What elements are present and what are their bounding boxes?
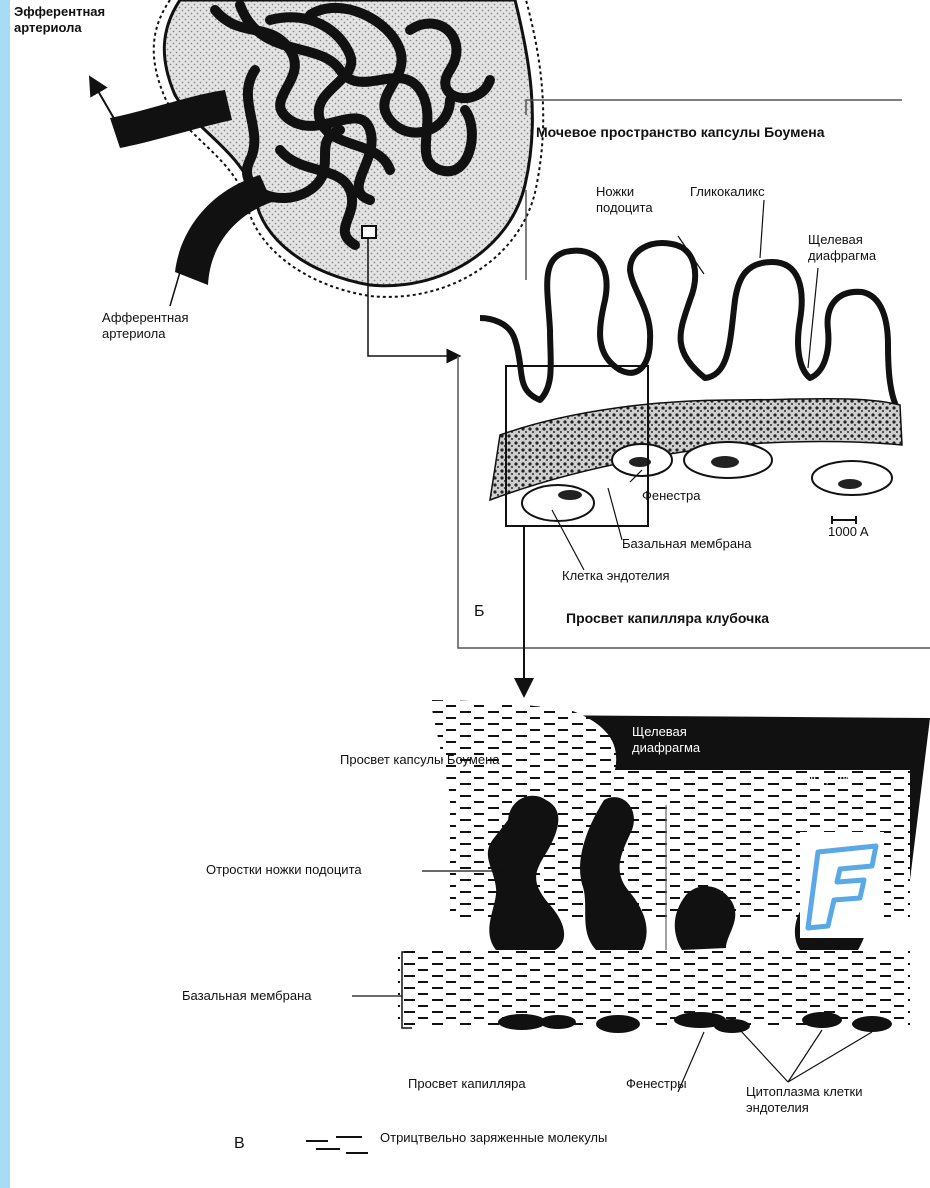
efferent-arrow <box>94 84 116 122</box>
label-fenestra: Фенестра <box>642 488 700 504</box>
label-scale: 1000 A <box>828 524 869 540</box>
panel-letter-c: В <box>234 1136 245 1152</box>
label-capillary-lumen-title: Просвет капилляра клубочка <box>566 610 769 626</box>
label-efferent-arteriole: Эфферентная артериола <box>14 4 105 36</box>
legend-dash-icon <box>306 1136 368 1154</box>
afferent-leader <box>170 272 180 306</box>
label-basement-membrane-c: Базальная мембрана <box>182 988 312 1004</box>
endothelial-cytoplasm-c <box>498 1012 892 1033</box>
podocyte-foot-processes <box>480 243 898 410</box>
scale-bar <box>832 516 856 524</box>
label-capillary-lumen: Просвет капилляра <box>408 1076 526 1092</box>
fenestrae-leaders <box>678 1030 872 1092</box>
label-endothelial-cytoplasm: Цитоплазма клетки эндотелия <box>746 1084 863 1116</box>
label-afferent-arteriole: Афферентная артериола <box>102 310 188 342</box>
label-bowman-lumen: Просвет капсулы Боумена <box>340 752 499 768</box>
diagram-artwork <box>10 0 930 1188</box>
label-slit-diaphragm-c: Щелевая диафрагма <box>632 724 700 756</box>
panel-letter-b: Б <box>474 604 485 620</box>
label-podocyte: Подоцит <box>804 770 856 786</box>
zoom-box-a <box>362 226 376 238</box>
label-slit-diaphragm-b: Щелевая диафрагма <box>808 232 876 264</box>
label-fenestrae: Фенестры <box>626 1076 687 1092</box>
glomerulus <box>94 0 543 356</box>
label-legend-charges: Отрицтвельно заряженные молекулы <box>380 1130 607 1146</box>
label-foot-processes-c: Отростки ножки подоцита <box>206 862 362 878</box>
diagram-sheet: Эфферентная артериола Афферентная артери… <box>10 0 930 1188</box>
panel-b-frame <box>458 100 930 648</box>
label-endothelial-cell-b: Клетка эндотелия <box>562 568 670 584</box>
label-basement-membrane-b: Базальная мембрана <box>622 536 752 552</box>
letter-f-logo-icon <box>800 832 884 938</box>
label-bowman-urinary-space: Мочевое пространство капсулы Боумена <box>536 124 825 140</box>
label-glycocalyx: Гликокаликс <box>690 184 765 200</box>
label-foot-processes-b: Ножки подоцита <box>596 184 653 216</box>
